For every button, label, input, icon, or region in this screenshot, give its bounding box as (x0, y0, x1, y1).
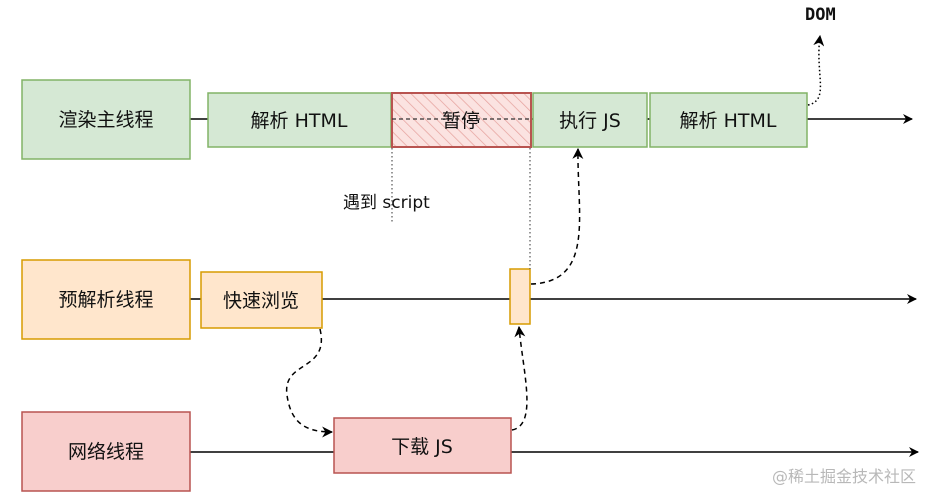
main-thread-label: 渲染主线程 (58, 109, 153, 131)
download-js-task-label: 下载 JS (391, 436, 453, 458)
download-to-preparse-arrow (511, 325, 528, 431)
parse-html-task-1-label: 解析 HTML (251, 110, 348, 132)
preparse-script-marker (509, 268, 531, 325)
preparse-thread-label-box: 预解析线程 (21, 259, 191, 340)
execute-js-task: 执行 JS (532, 92, 648, 148)
dom-annotation: DOM (805, 5, 836, 25)
pause-task: 暂停 (391, 92, 532, 148)
meet-script-annotation: 遇到 script (343, 193, 430, 213)
pause-task-label: 暂停 (442, 110, 480, 132)
quick-scan-task: 快速浏览 (200, 271, 323, 329)
network-thread-label-box: 网络线程 (21, 411, 191, 492)
parse-html-task-1: 解析 HTML (207, 92, 392, 148)
main-thread-label-box: 渲染主线程 (21, 79, 191, 160)
quick-scan-task-label: 快速浏览 (223, 290, 299, 312)
quick-scan-to-download-arrow (286, 328, 334, 438)
preparse-to-execute-arrow (530, 147, 584, 285)
parse-html-task-2-label: 解析 HTML (680, 110, 777, 132)
parse-html-task-2: 解析 HTML (649, 92, 808, 148)
parse-to-dom-arrow (807, 34, 825, 106)
execute-js-task-label: 执行 JS (559, 110, 621, 132)
download-js-task: 下载 JS (333, 417, 512, 474)
preparse-thread-label: 预解析线程 (58, 289, 153, 311)
watermark: @稀土掘金技术社区 (772, 467, 916, 486)
network-thread-label: 网络线程 (68, 441, 144, 463)
